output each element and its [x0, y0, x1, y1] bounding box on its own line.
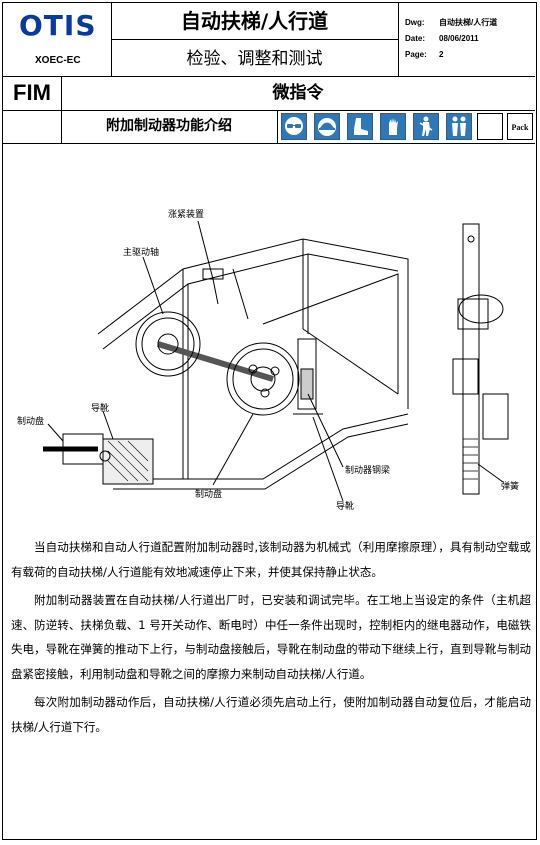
meta-cell: Dwg: 自动扶梯/人行道 Date: 08/06/2011 Page: 2 — [399, 3, 535, 76]
date-label: Date: — [405, 34, 426, 43]
subtitle-blank-cell — [3, 110, 62, 143]
label-guide-shoe-top: 导靴 — [91, 404, 110, 414]
fim-label: FIM — [3, 76, 62, 110]
label-main-shaft: 主驱动轴 — [123, 248, 160, 258]
body-text: 当自动扶梯和自动人行道配置附加制动器时,该制动器为机械式（利用摩擦原理），具有制… — [11, 535, 531, 743]
label-guide-shoe-bottom: 导靴 — [336, 502, 355, 512]
dwg-value: 自动扶梯/人行道 — [439, 18, 498, 27]
pack-label: Pack — [507, 113, 533, 140]
label-tensioner: 涨紧装置 — [168, 210, 205, 220]
paragraph-1: 当自动扶梯和自动人行道配置附加制动器时,该制动器为机械式（利用摩擦原理），具有制… — [11, 540, 531, 579]
title-cell: 自动扶梯/人行道 检验、调整和测试 — [111, 3, 399, 76]
dwg-row: Dwg: 自动扶梯/人行道 — [405, 17, 497, 29]
brake-diagram-drawing — [43, 220, 509, 502]
label-spring: 弹簧 — [501, 482, 520, 492]
logo-subtitle: XOEC-EC — [35, 55, 81, 66]
paragraph-3: 每次附加制动器动作后，自动扶梯/人行道必须先启动上行，使附加制动器自动复位后，才… — [11, 695, 531, 734]
date-row: Date: 08/06/2011 — [405, 33, 479, 45]
fim-title: 微指令 — [272, 83, 324, 103]
brake-diagram: 涨紧装置 主驱动轴 制动盘 导靴 制动器钢梁 制动盘 导靴 弹簧 — [3, 179, 535, 524]
dwg-label: Dwg: — [405, 18, 425, 27]
blank-box — [477, 113, 503, 140]
header: OTIS XOEC-EC 自动扶梯/人行道 检验、调整和测试 Dwg: 自动扶梯/… — [3, 3, 535, 77]
page-row: Page: 2 — [405, 49, 443, 61]
section-title: 附加制动器功能介绍 — [61, 110, 278, 143]
gloves-icon — [380, 113, 406, 140]
two-person-icon — [446, 113, 472, 140]
safety-glasses-icon — [281, 113, 307, 140]
label-brake-steel-beam: 制动器钢梁 — [345, 466, 391, 476]
page-value: 2 — [439, 50, 444, 59]
page-label: Page: — [405, 50, 427, 59]
safety-boots-icon — [347, 113, 373, 140]
label-brake-disc-left: 制动盘 — [17, 417, 45, 427]
document-subtitle: 检验、调整和测试 — [186, 49, 323, 69]
logo-cell: OTIS XOEC-EC — [3, 3, 112, 76]
hard-hat-icon — [314, 113, 340, 140]
fim-row: FIM 微指令 — [3, 76, 535, 111]
date-value: 08/06/2011 — [439, 34, 479, 43]
paragraph-2: 附加制动器装置在自动扶梯/人行道出厂时，已安装和调试完毕。在工地上当设定的条件（… — [11, 593, 531, 681]
otis-logo: OTIS — [19, 9, 97, 42]
subtitle-row: 附加制动器功能介绍 Pack — [3, 110, 535, 144]
harness-icon — [413, 113, 439, 140]
document-title: 自动扶梯/人行道 — [111, 3, 398, 40]
label-brake-disc-bottom: 制动盘 — [195, 490, 223, 500]
